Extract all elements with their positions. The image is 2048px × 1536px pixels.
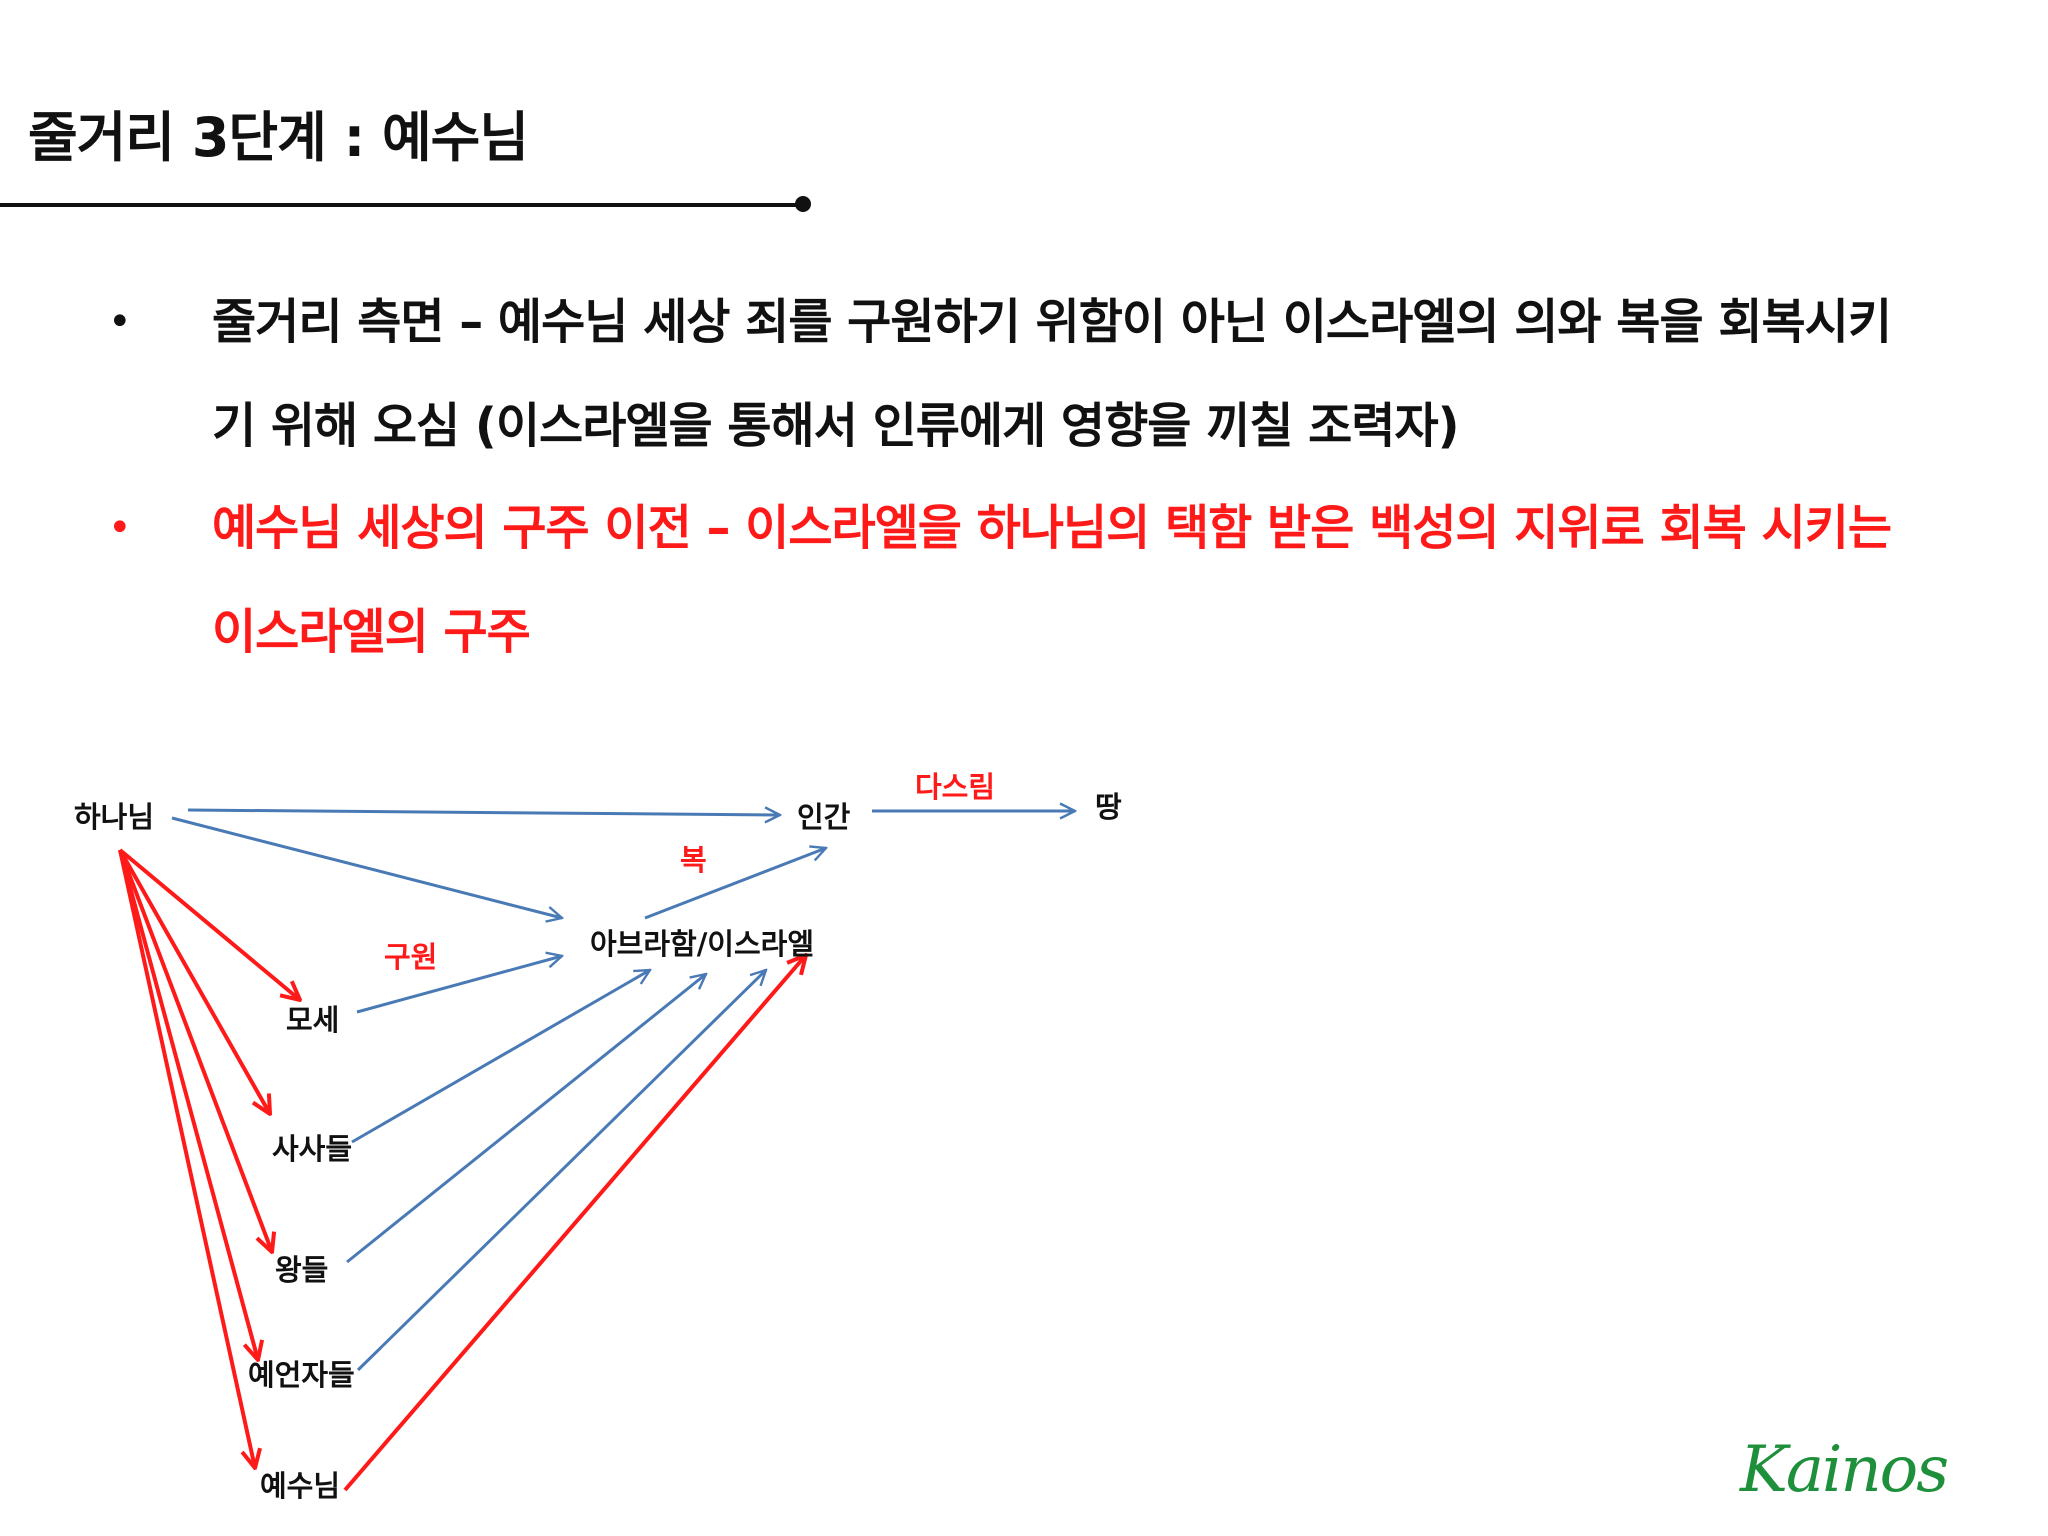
bullet-text: 줄거리 측면 – 예수님 세상 죄를 구원하기 위함이 아닌 이스라엘의 의와 … [212, 294, 1892, 454]
edge-jesus-israel [343, 955, 806, 1492]
kainos-logo: Kainos [1740, 1433, 1949, 1507]
edge-prophets-israel [356, 970, 766, 1372]
label-salvation: 구원 [384, 940, 437, 974]
node-jesus: 예수님 [260, 1469, 340, 1503]
edge-god-human [187, 810, 780, 815]
label-rule: 다스림 [915, 770, 995, 804]
node-human: 인간 [797, 800, 851, 834]
edge-god-israel [171, 816, 562, 918]
edge-god-judges [118, 849, 270, 1114]
bullet-marker: • [108, 505, 132, 551]
edge-god-moses [118, 848, 300, 1000]
edge-israel-human [644, 848, 826, 920]
node-israel: 아브라함/이스라엘 [590, 927, 814, 961]
edge-god-kings [118, 849, 272, 1252]
node-god: 하나님 [74, 800, 154, 834]
edge-moses-israel [356, 956, 562, 1014]
title-underline [0, 203, 802, 207]
slide-title: 줄거리 3단계 : 예수님 [28, 106, 529, 169]
edge-god-prophets [118, 849, 258, 1360]
node-prophets: 예언자들 [248, 1358, 355, 1392]
title-underline-dot [795, 196, 811, 212]
node-land: 땅 [1095, 790, 1122, 824]
label-blessing: 복 [680, 843, 707, 877]
bullet-text: 예수님 세상의 구주 이전 – 이스라엘을 하나님의 택함 받은 백성의 지위로… [212, 500, 1892, 660]
node-judges: 사사들 [272, 1132, 352, 1166]
edge-judges-israel [351, 970, 650, 1144]
edge-god-jesus [118, 849, 255, 1468]
bullet-marker: • [108, 299, 132, 345]
node-moses: 모세 [286, 1003, 339, 1037]
node-kings: 왕들 [275, 1253, 328, 1287]
edge-kings-israel [346, 974, 706, 1264]
